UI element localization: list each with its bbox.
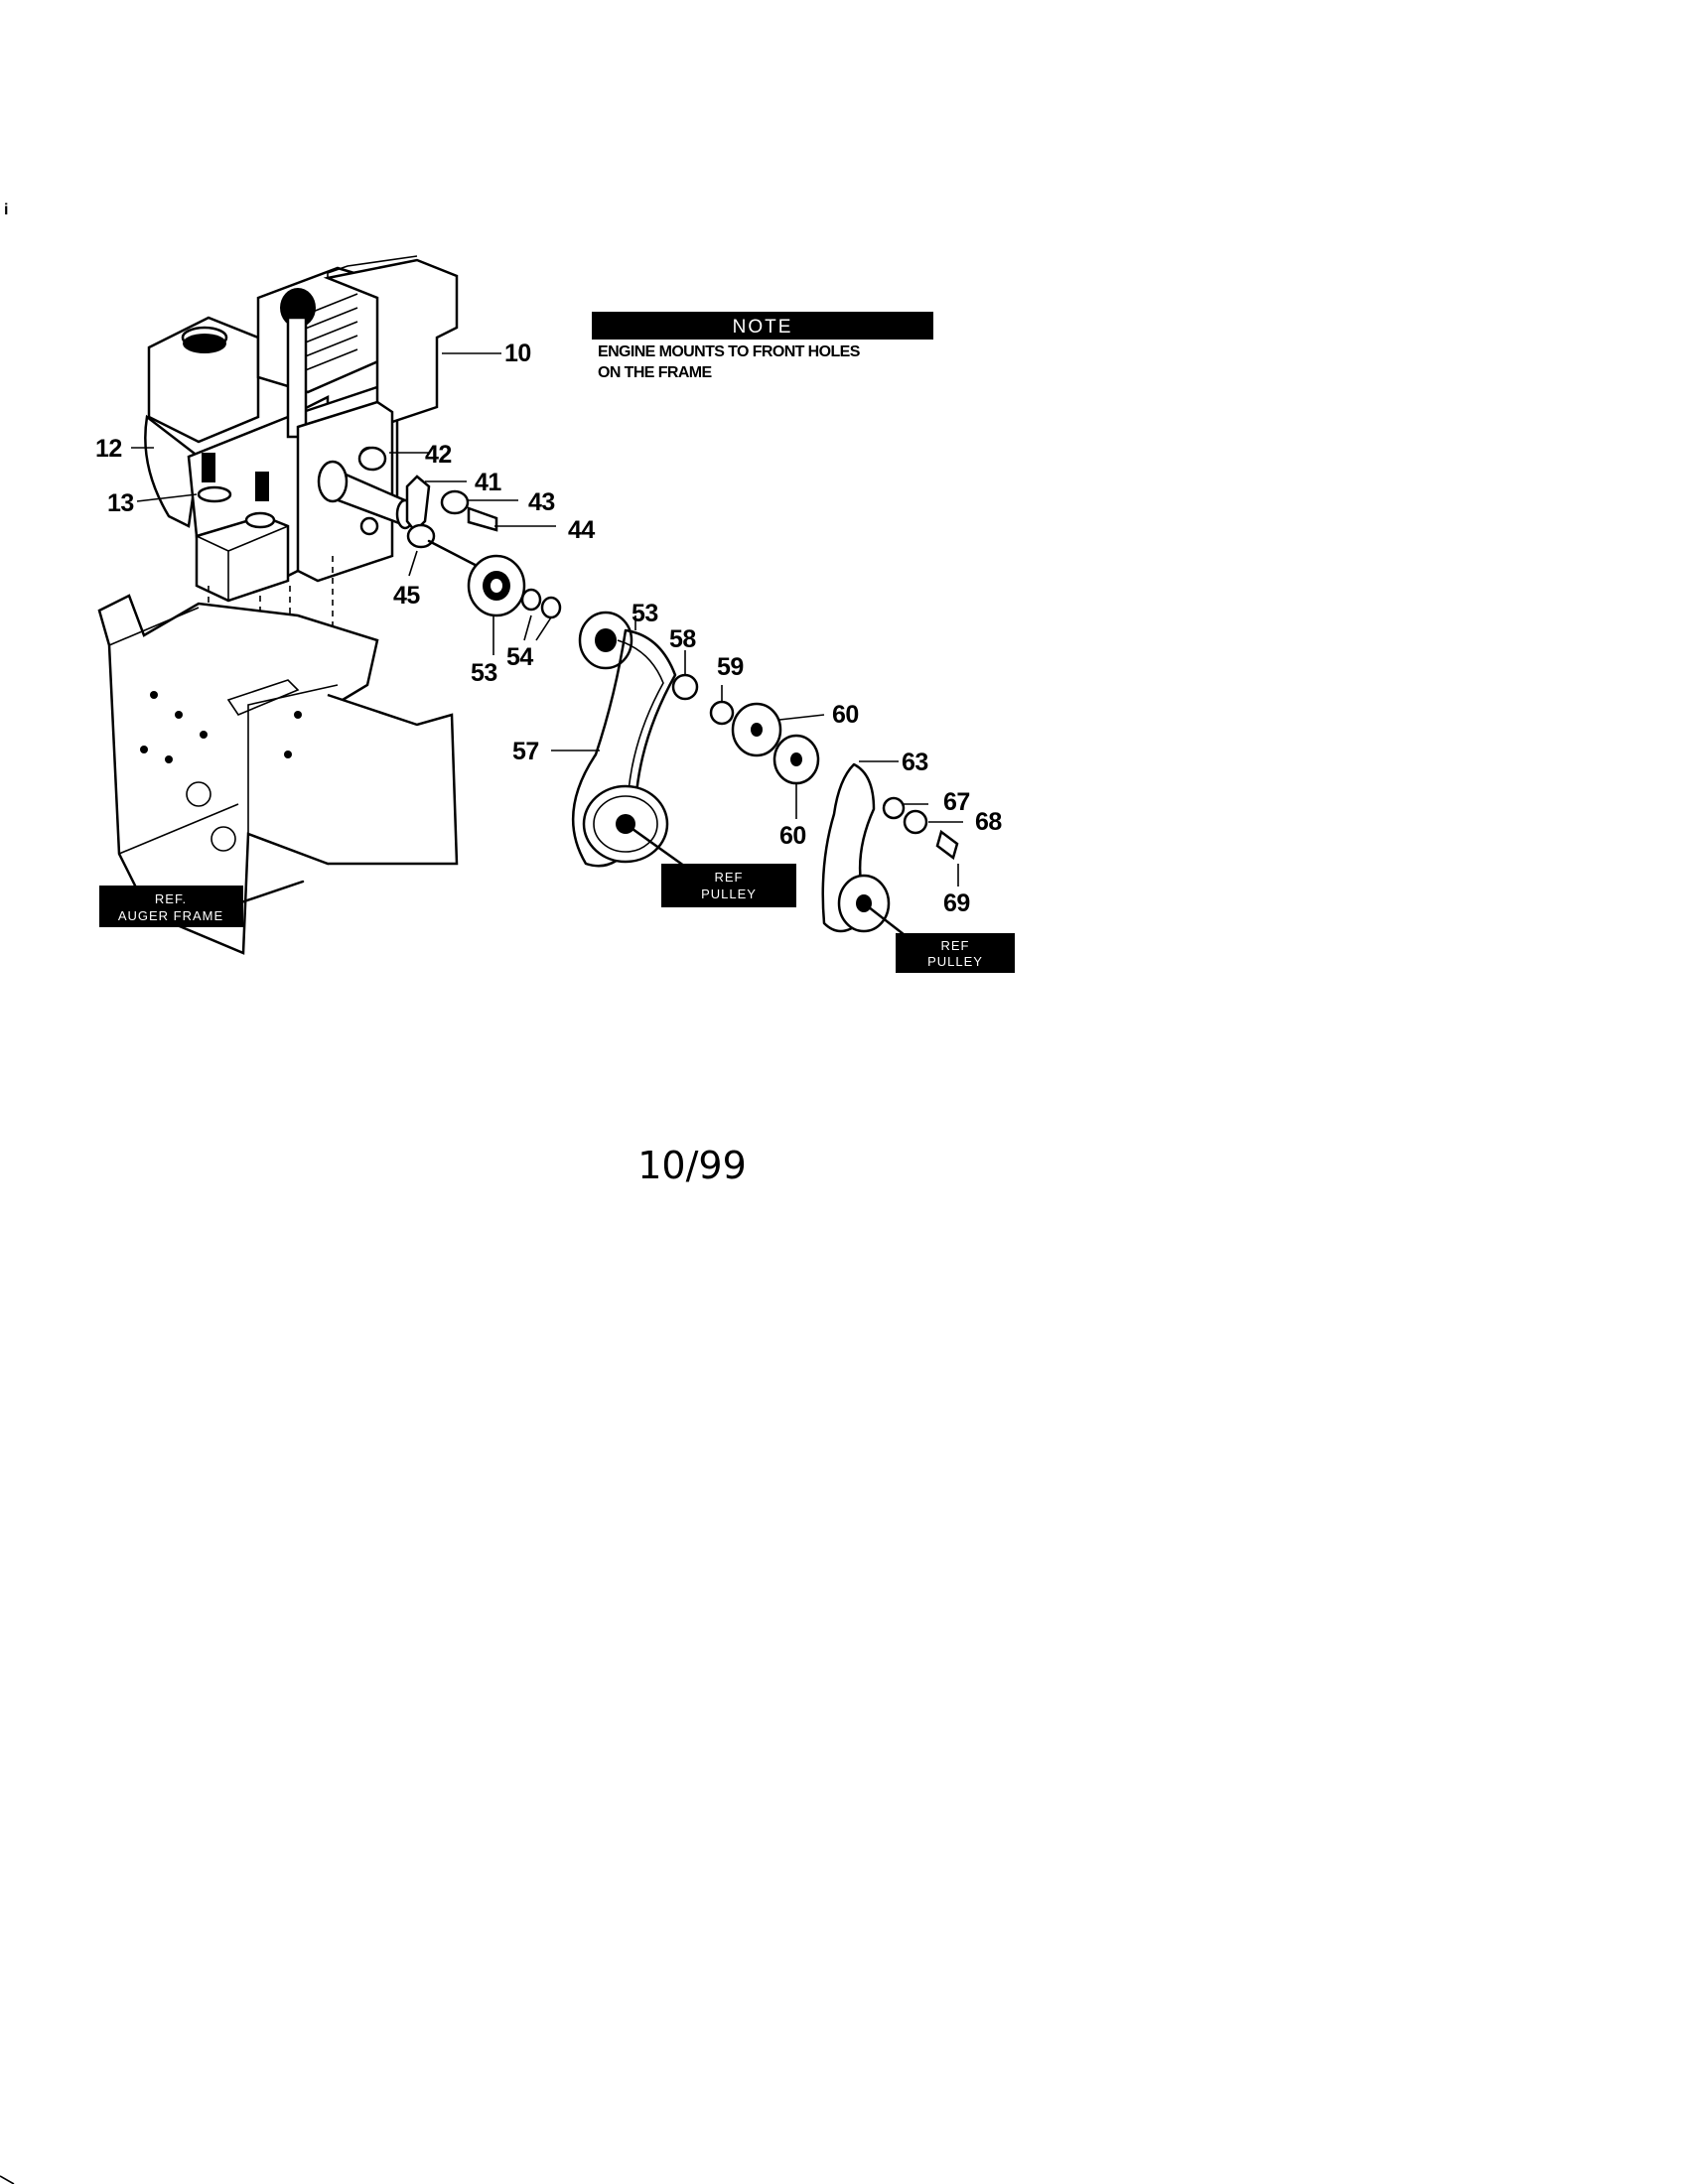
part-63-belt: [821, 762, 876, 933]
part-69-bolt: [935, 829, 959, 861]
callout-44: 44: [568, 516, 595, 544]
fuel-tank: [147, 316, 260, 444]
part-54-washer: [540, 596, 562, 619]
drive-pulleys: [467, 554, 959, 940]
svg-text:REF: REF: [715, 870, 744, 885]
callout-57: 57: [512, 738, 539, 765]
part-41-bracket: [405, 475, 431, 533]
callout-53b: 53: [632, 600, 658, 627]
callout-59: 59: [717, 653, 744, 681]
scan-corner-mark: [0, 2175, 15, 2184]
callout-41: 41: [475, 469, 501, 496]
ref-pulley-label-2: REF PULLEY: [896, 933, 1015, 973]
callout-63: 63: [902, 749, 928, 776]
note-heading-bar: [592, 312, 933, 340]
callout-45: 45: [393, 582, 420, 610]
engine: [144, 255, 459, 685]
note-heading: NOTE: [733, 317, 793, 338]
auger-frame: [97, 594, 459, 955]
leader-lines: [131, 352, 963, 887]
callout-13: 13: [107, 489, 134, 517]
mount-washer: [197, 485, 232, 503]
callout-43: 43: [528, 488, 555, 516]
mount-bolt: [255, 472, 269, 501]
callouts: 10 12 13 42 41 43 44 45 53 54 53 58 59 6…: [95, 340, 1003, 917]
callout-67: 67: [943, 788, 970, 816]
revision-date: 10/99: [637, 1144, 747, 1187]
note-line-2: ON THE FRAME: [598, 364, 713, 381]
part-67-washer: [882, 796, 906, 820]
callout-60a: 60: [832, 701, 859, 729]
ref-auger-frame-label: REF. AUGER FRAME: [99, 880, 305, 927]
callout-42: 42: [425, 441, 452, 469]
callout-53a: 53: [471, 659, 497, 687]
mount-washer: [244, 511, 276, 529]
svg-text:AUGER FRAME: AUGER FRAME: [118, 908, 223, 923]
callout-68: 68: [975, 808, 1002, 836]
hardware-41-45: [357, 446, 498, 573]
callout-58: 58: [669, 625, 696, 653]
part-43-washer: [440, 489, 470, 515]
note-box: NOTE ENGINE MOUNTS TO FRONT HOLES ON THE…: [592, 312, 933, 381]
part-54-washer: [520, 588, 542, 612]
part-58-washer: [671, 673, 699, 701]
note-line-1: ENGINE MOUNTS TO FRONT HOLES: [598, 343, 861, 360]
scan-mark: i: [4, 202, 8, 218]
callout-60b: 60: [779, 822, 806, 850]
ref-pulley-label-1: REF PULLEY: [661, 864, 796, 907]
part-42-washer: [357, 446, 387, 472]
part-45-washer: [406, 523, 436, 549]
svg-text:REF: REF: [941, 938, 970, 953]
callout-10: 10: [504, 340, 531, 367]
mount-bolt: [202, 453, 215, 482]
svg-text:PULLEY: PULLEY: [927, 954, 983, 969]
part-59-washer: [709, 700, 735, 726]
part-44-bolt: [467, 506, 498, 532]
svg-text:PULLEY: PULLEY: [701, 887, 757, 901]
muffler: [323, 258, 459, 429]
part-57-belt: [571, 628, 677, 868]
callout-69: 69: [943, 889, 970, 917]
callout-12: 12: [95, 435, 122, 463]
callout-54: 54: [506, 643, 533, 671]
part-68-washer: [903, 809, 928, 835]
svg-text:REF.: REF.: [155, 891, 187, 906]
